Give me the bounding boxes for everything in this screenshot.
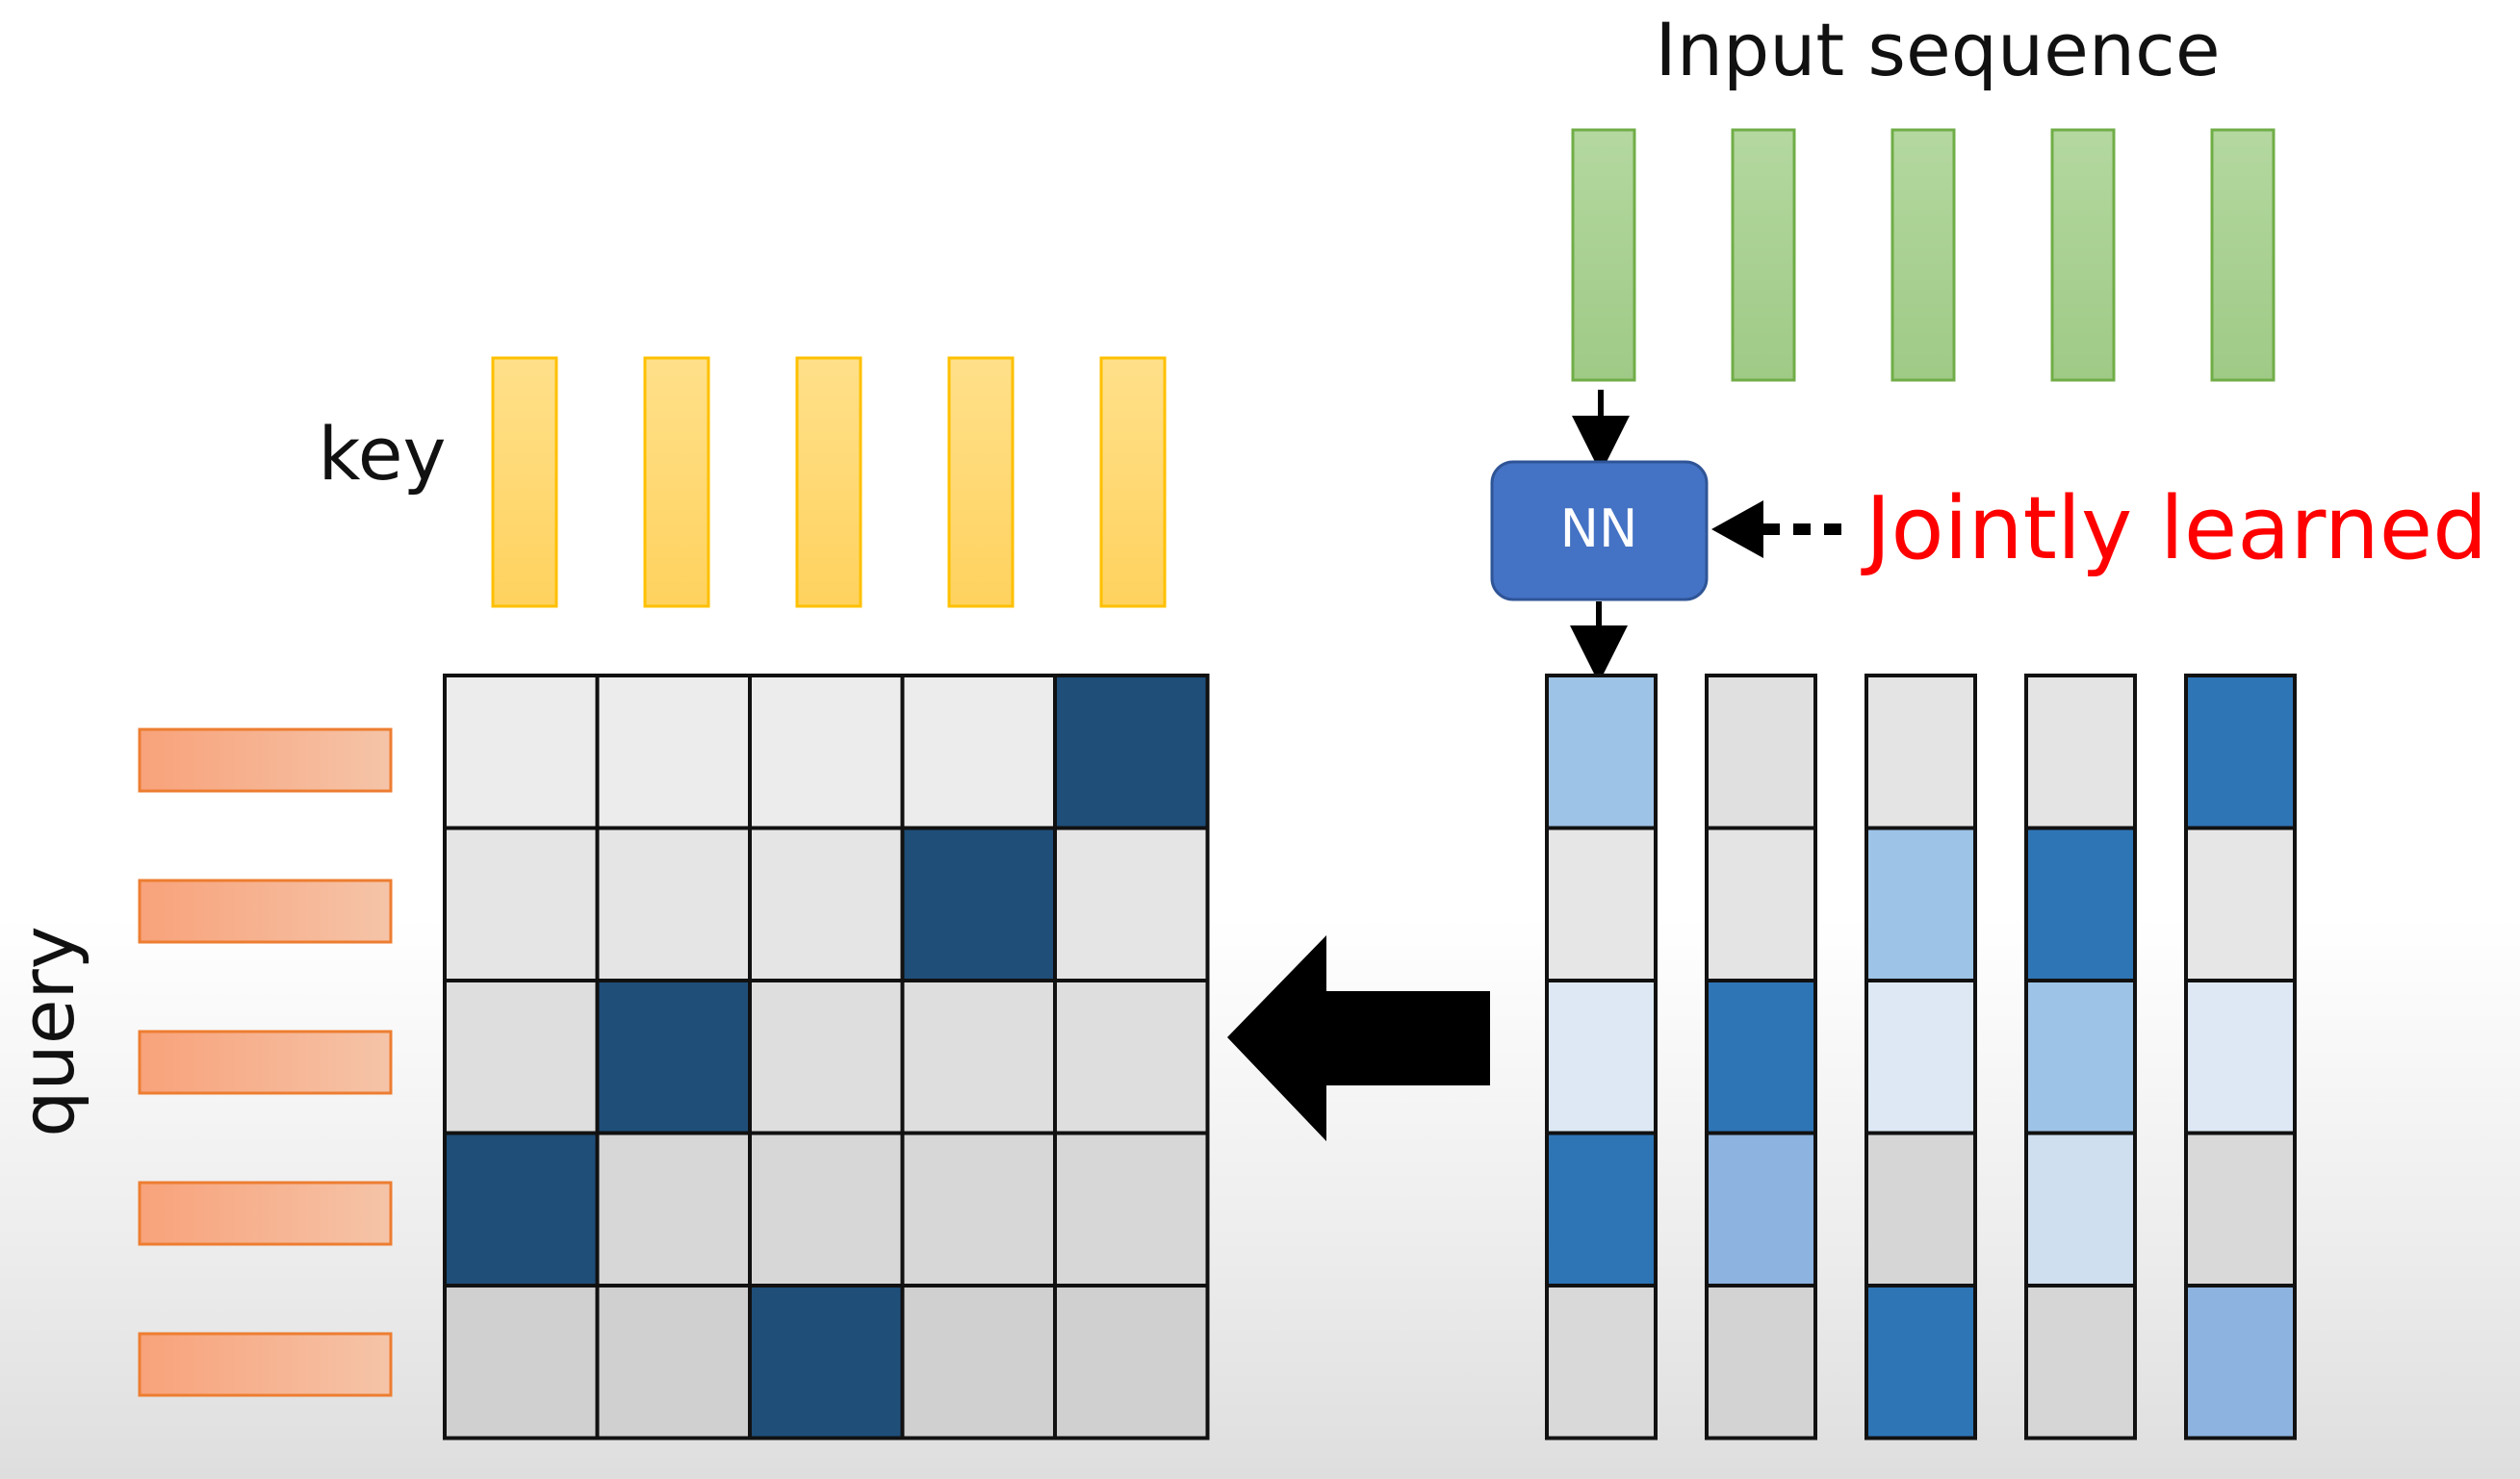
attention-cell xyxy=(1053,979,1210,1135)
input-vector xyxy=(2050,128,2116,382)
attention-cell xyxy=(900,979,1057,1135)
attention-cell xyxy=(595,1131,752,1288)
output-cell xyxy=(1545,1284,1658,1441)
output-cell xyxy=(1545,1131,1658,1288)
query-vectors xyxy=(138,727,393,1397)
attention-cell xyxy=(900,1131,1057,1288)
attention-cell xyxy=(748,979,905,1135)
attention-cell xyxy=(1053,1284,1210,1441)
attention-cell xyxy=(748,1131,905,1288)
attention-cell xyxy=(1053,826,1210,982)
jointly-learned-arrowhead xyxy=(1711,500,1763,558)
output-cell xyxy=(2024,674,2137,830)
query-vector xyxy=(138,727,393,793)
attention-cell xyxy=(443,979,600,1135)
nn-output-columns xyxy=(1545,674,2297,1441)
output-cell xyxy=(1864,826,1977,982)
attention-cell xyxy=(748,674,905,830)
attention-cell-active xyxy=(1053,674,1210,830)
output-cell xyxy=(1705,979,1817,1135)
output-cell xyxy=(1864,1284,1977,1441)
attention-cell xyxy=(900,674,1057,830)
big-left-arrow xyxy=(1227,935,1490,1141)
output-cell xyxy=(2024,1131,2137,1288)
output-cell xyxy=(2024,826,2137,982)
key-vector xyxy=(491,356,558,608)
output-cell xyxy=(1545,826,1658,982)
output-cell xyxy=(2184,674,2297,830)
output-cell xyxy=(2184,1131,2297,1288)
attention-cell xyxy=(443,674,600,830)
output-cell xyxy=(1864,674,1977,830)
attention-cell xyxy=(595,826,752,982)
input-sequence-label: Input sequence xyxy=(1655,7,2220,92)
input-vector xyxy=(1731,128,1796,382)
output-cell xyxy=(2184,979,2297,1135)
input-sequence-vectors xyxy=(1571,128,2276,382)
attention-cell-active xyxy=(748,1284,905,1441)
query-vector xyxy=(138,1332,393,1397)
output-cell xyxy=(1864,1131,1977,1288)
query-vector xyxy=(138,1181,393,1246)
attention-cell xyxy=(443,826,600,982)
attention-cell xyxy=(748,826,905,982)
key-vector xyxy=(947,356,1015,608)
output-cell xyxy=(2024,1284,2137,1441)
key-label: key xyxy=(318,411,446,497)
attention-cell xyxy=(595,674,752,830)
output-cell xyxy=(2184,1284,2297,1441)
key-vector xyxy=(795,356,862,608)
query-label: query xyxy=(5,926,90,1136)
query-vector xyxy=(138,879,393,944)
key-vector xyxy=(1099,356,1167,608)
output-cell xyxy=(1705,1284,1817,1441)
output-cell xyxy=(1705,826,1817,982)
attention-cell-active xyxy=(595,979,752,1135)
output-cell xyxy=(1705,1131,1817,1288)
attention-matrix xyxy=(443,674,1210,1441)
output-cell xyxy=(1864,979,1977,1135)
output-cell xyxy=(1545,979,1658,1135)
input-vector xyxy=(1571,128,1636,382)
attention-cell xyxy=(900,1284,1057,1441)
nn-label: NN xyxy=(1560,498,1638,559)
jointly-learned-label: Jointly learned xyxy=(1861,478,2487,579)
nn-box xyxy=(1490,460,1709,601)
output-cell xyxy=(1545,674,1658,830)
attention-cell xyxy=(443,1284,600,1441)
attention-cell-active xyxy=(443,1131,600,1288)
attention-cell-active xyxy=(900,826,1057,982)
query-vector xyxy=(138,1030,393,1095)
attention-cell xyxy=(1053,1131,1210,1288)
key-vector xyxy=(643,356,710,608)
input-vector xyxy=(2210,128,2276,382)
input-vector xyxy=(1890,128,1956,382)
output-cell xyxy=(2184,826,2297,982)
attention-cell xyxy=(595,1284,752,1441)
key-vectors xyxy=(491,356,1167,608)
output-cell xyxy=(2024,979,2137,1135)
output-cell xyxy=(1705,674,1817,830)
